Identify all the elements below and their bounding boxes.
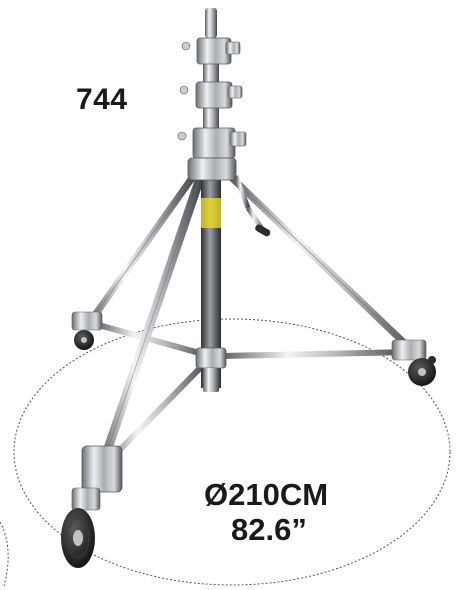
wheel-icon xyxy=(61,445,123,568)
diameter-outline-icon xyxy=(13,318,451,586)
wheel-icon xyxy=(71,311,103,350)
wheel-icon xyxy=(391,339,436,386)
clamp-top xyxy=(181,37,241,65)
model-number-label: 744 xyxy=(76,83,128,116)
clamp-middle xyxy=(179,81,243,109)
diameter-imperial-label: 82.6” xyxy=(231,512,307,547)
diameter-metric-label: Ø210CM xyxy=(204,477,329,512)
crank-handle-icon xyxy=(233,175,271,237)
clamp-lower xyxy=(177,127,247,159)
